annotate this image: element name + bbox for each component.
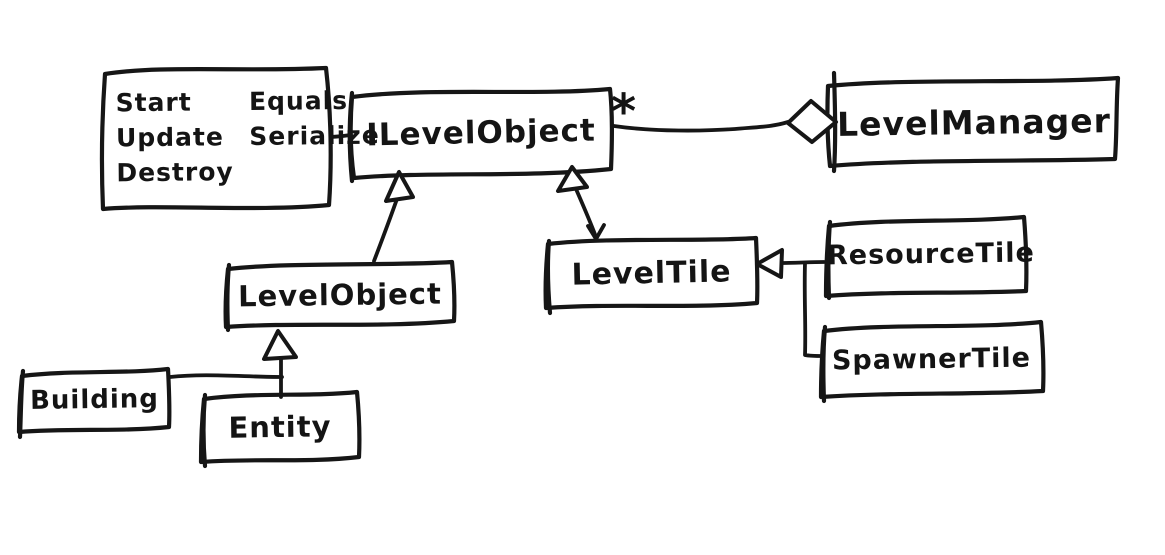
building-connector-line [168,373,284,379]
aggregation-line [612,120,790,133]
multiplicity-star: * [610,84,638,140]
class-label-entity: Entity [228,409,332,445]
aggregation-diamond [786,99,838,144]
class-label-levelobject: LevelObject [237,276,443,314]
levelobject-realization-arrowhead [384,170,415,203]
method-start: Start [115,87,192,118]
leveltile-inheritance-arrowhead [755,248,784,279]
spawnertile-box-outline [818,319,1046,400]
levelobject-box-left-tail [225,262,232,333]
method-update: Update [115,122,225,153]
method-equals: Equals [248,85,349,116]
resourcetile-inheritance-line [778,260,826,265]
leveltile-line-end-arrow [586,223,606,241]
resourcetile-box-outline [823,214,1029,299]
levelmanager-box-outline [825,75,1121,169]
spawnertile-box-left-tail [821,324,828,404]
class-label-leveltile: LevelTile [571,254,732,293]
methods-box-outline [99,65,333,212]
entity-box-left-tail [201,392,208,469]
spawnertile-branch-line [802,261,825,358]
class-label-ilevelobject: ILevelObject [365,112,597,154]
class-label-building: Building [29,384,160,416]
resourcetile-box-left-tail [826,219,833,301]
leveltile-realization-line [574,187,598,239]
leveltile-box-left-tail [545,238,553,316]
class-label-levelmanager: LevelManager [836,101,1112,144]
interface-methods-note: Start Update Destroy Equals Serialize [115,83,380,191]
levelobject-inheritance-arrowhead [262,329,298,361]
ilevelobject-box-left-tail [347,90,355,184]
building-box-left-tail [17,368,26,440]
levelobject-realization-line [372,194,400,263]
method-destroy: Destroy [116,157,234,188]
methods-column-1: Start Update Destroy [115,84,233,190]
class-label-resourcetile: ResourceTile [826,237,1036,272]
class-label-spawnertile: SpawnerTile [831,342,1032,377]
entity-box-outline [198,389,362,465]
leveltile-realization-arrowhead [556,165,589,193]
leveltile-box-outline [543,235,760,311]
